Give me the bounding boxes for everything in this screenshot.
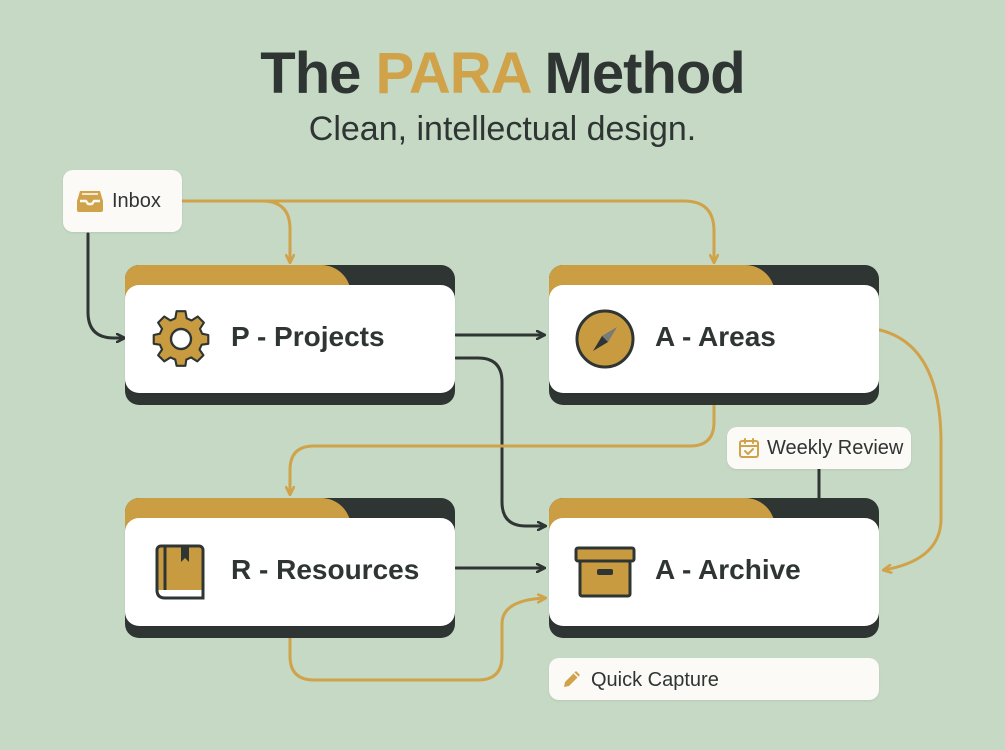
quick-capture-node[interactable]: Quick Capture — [549, 658, 879, 700]
arrow-inbox-to-areas — [260, 199, 714, 262]
card-projects[interactable]: P - Projects — [125, 265, 455, 405]
compass-icon — [573, 307, 637, 371]
card-resources-label: R - Resources — [231, 554, 420, 585]
pencil-icon — [560, 667, 584, 697]
diagram-subtitle: Clean, intellectual design. — [308, 110, 697, 148]
title-accent: PARA — [375, 41, 531, 106]
card-areas-label: A - Areas — [655, 321, 776, 352]
inbox-tray-icon — [75, 188, 105, 220]
arrow-resources-loop-to-archive — [288, 598, 545, 682]
calendar-check-icon — [738, 437, 760, 465]
weekly-review-node[interactable]: Weekly Review — [727, 427, 911, 469]
inbox-label: Inbox — [112, 190, 161, 212]
card-projects-label: P - Projects — [231, 321, 385, 352]
gear-icon — [149, 307, 213, 371]
arrow-projects-to-archive — [454, 356, 545, 526]
weekly-review-label: Weekly Review — [767, 437, 904, 459]
quick-capture-label: Quick Capture — [591, 669, 719, 691]
card-archive[interactable]: A - Archive — [549, 498, 879, 638]
card-areas[interactable]: A - Areas — [549, 265, 879, 405]
card-archive-label: A - Archive — [655, 554, 801, 585]
card-resources[interactable]: R - Resources — [125, 498, 455, 638]
arrow-areas-to-archive — [878, 328, 943, 570]
arrow-inbox-to-projects — [180, 199, 290, 262]
title-lead: The — [260, 41, 361, 106]
arrow-areas-to-resources — [290, 404, 716, 494]
archive-box-icon — [573, 540, 637, 604]
arrow-inbox-down-to-projects — [86, 232, 124, 338]
diagram-title: The PARA Method — [0, 40, 1005, 107]
book-icon — [149, 540, 213, 604]
title-tail: Method — [544, 41, 746, 106]
inbox-node[interactable]: Inbox — [63, 170, 182, 232]
